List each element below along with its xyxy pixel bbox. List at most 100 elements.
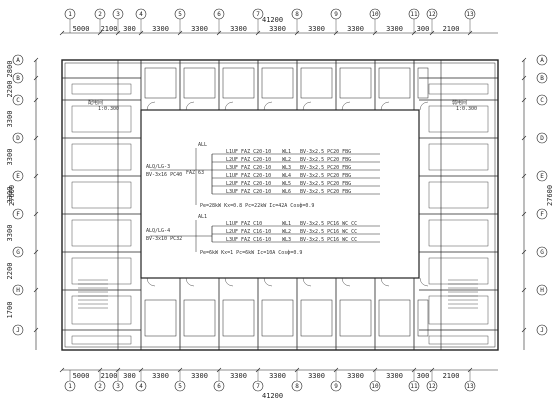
grid-bubble-left [12, 246, 24, 258]
bottom-dim-segment-label: 3300 [191, 372, 208, 380]
grid-label-top: 7 [256, 11, 260, 18]
grid-label-left: J [16, 327, 20, 334]
right-dim-tick [521, 135, 527, 141]
top-overall-dimension: 41200 [262, 16, 283, 24]
top-room-fixture [378, 67, 411, 99]
top-room-fixture [261, 67, 294, 99]
grid-label-right: C [540, 97, 544, 104]
left-overall-dimension: 27600 [8, 185, 16, 206]
upper-circuit-breaker: L1UF FAZ C20-10 [226, 173, 271, 179]
grid-label-top: 12 [428, 11, 436, 18]
top-dim-segment-label: 3300 [230, 25, 247, 33]
bottom-room-fixture [183, 299, 216, 337]
grid-label-right: D [540, 135, 544, 142]
side-room-fixture [71, 295, 132, 325]
right-dim-tick [521, 75, 527, 81]
grid-label-top: 8 [295, 11, 299, 18]
grid-label-bottom: 10 [371, 383, 379, 390]
bottom-door-swing [185, 277, 195, 287]
bottom-door-swing [380, 277, 390, 287]
side-room-fixture [428, 295, 489, 325]
grid-label-left: A [16, 57, 20, 64]
grid-label-top: 10 [371, 11, 379, 18]
right-dim-tick [521, 97, 527, 103]
grid-label-bottom: 12 [428, 383, 436, 390]
room-partitions [62, 60, 498, 350]
bottom-dim-segment-label: 3300 [152, 372, 169, 380]
lower-circuit-id: WL1 [282, 221, 291, 227]
top-dim-segment-label: 2100 [101, 25, 118, 33]
bottom-dim-segment-label: 3300 [269, 372, 286, 380]
bottom-dim-segment-label: 300 [417, 372, 430, 380]
bottom-room-fixture [144, 299, 177, 337]
grid-label-bottom: 13 [466, 383, 474, 390]
corner-mark-left: 1:0.300 [98, 106, 119, 112]
panel-upper-switch: FAZ 63 [186, 170, 204, 176]
grid-bubble-right [536, 132, 548, 144]
bottom-dim-segment-label: 3300 [347, 372, 364, 380]
grid-label-left: G [16, 249, 20, 256]
grid-label-bottom: 7 [256, 383, 260, 390]
upper-circuit-breaker: L3UF FAZ C20-10 [226, 189, 271, 195]
right-dim-tick [521, 211, 527, 217]
upper-circuit-id: WL6 [282, 189, 291, 195]
courtyard-wall [140, 109, 420, 279]
outer-wall-inner-line [64, 62, 496, 348]
grid-label-bottom: 3 [116, 383, 120, 390]
bottom-room-fixture [339, 299, 372, 337]
grid-label-bottom: 2 [98, 383, 102, 390]
bottom-dim-segment-label: 2100 [101, 372, 118, 380]
top-room-fixture [417, 67, 429, 99]
grid-label-left: H [16, 287, 20, 294]
right-dim-tick [521, 249, 527, 255]
bottom-room-fixture [261, 299, 294, 337]
bottom-room-fixture [222, 299, 255, 337]
grid-label-top: 9 [334, 11, 338, 18]
left-dim-tick [33, 211, 39, 217]
left-dim-segment-label: 2200 [6, 81, 14, 98]
grid-label-top: 11 [410, 11, 418, 18]
grid-label-right: J [540, 327, 544, 334]
top-room-fixture [300, 67, 333, 99]
upper-circuit-cable: BV-3x2.5 PC20 FBG [300, 165, 351, 171]
left-dim-tick [33, 97, 39, 103]
bottom-dim-segment-label: 3300 [386, 372, 403, 380]
side-room-fixture [428, 83, 489, 95]
bottom-room-fixture [417, 299, 429, 337]
grid-bubble-left [12, 72, 24, 84]
side-room-fixture [71, 83, 132, 95]
upper-circuit-id: WL4 [282, 173, 291, 179]
lower-circuit-id: WL2 [282, 229, 291, 235]
top-dim-segment-label: 300 [417, 25, 430, 33]
side-room-fixture [71, 335, 132, 345]
grid-label-bottom: 9 [334, 383, 338, 390]
bottom-room-fixture [378, 299, 411, 337]
left-dim-segment-label: 3300 [6, 111, 14, 128]
panel-upper-board-label: ALL [198, 142, 207, 148]
side-room-fixture [71, 105, 132, 133]
top-dim-segment-label: 3300 [191, 25, 208, 33]
room-tag-top-left: 配电间 [88, 99, 103, 106]
bottom-room-fixture [300, 299, 333, 337]
grid-bubble-left [12, 208, 24, 220]
lower-circuit-cable: BV-3x2.5 PC16 WC CC [300, 229, 357, 235]
grid-label-top: 2 [98, 11, 102, 18]
left-dim-tick [33, 327, 39, 333]
top-dim-segment-label: 3300 [386, 25, 403, 33]
grid-bubble-right [536, 170, 548, 182]
lower-circuit-breaker: L2UF FAZ C16-10 [226, 229, 271, 235]
bottom-door-swing [302, 277, 312, 287]
top-room-fixture [144, 67, 177, 99]
top-dim-segment-label: 2100 [443, 25, 460, 33]
right-overall-dimension: 27600 [546, 185, 554, 206]
grid-label-bottom: 5 [178, 383, 182, 390]
side-room-fixture [428, 105, 489, 133]
grid-bubble-right [536, 284, 548, 296]
upper-circuit-breaker: L1UF FAZ C20-10 [226, 149, 271, 155]
top-room-fixture [222, 67, 255, 99]
grid-bubble-left [12, 170, 24, 182]
panel-upper-feed-cable: BV-3x16 PC40 [146, 172, 182, 178]
